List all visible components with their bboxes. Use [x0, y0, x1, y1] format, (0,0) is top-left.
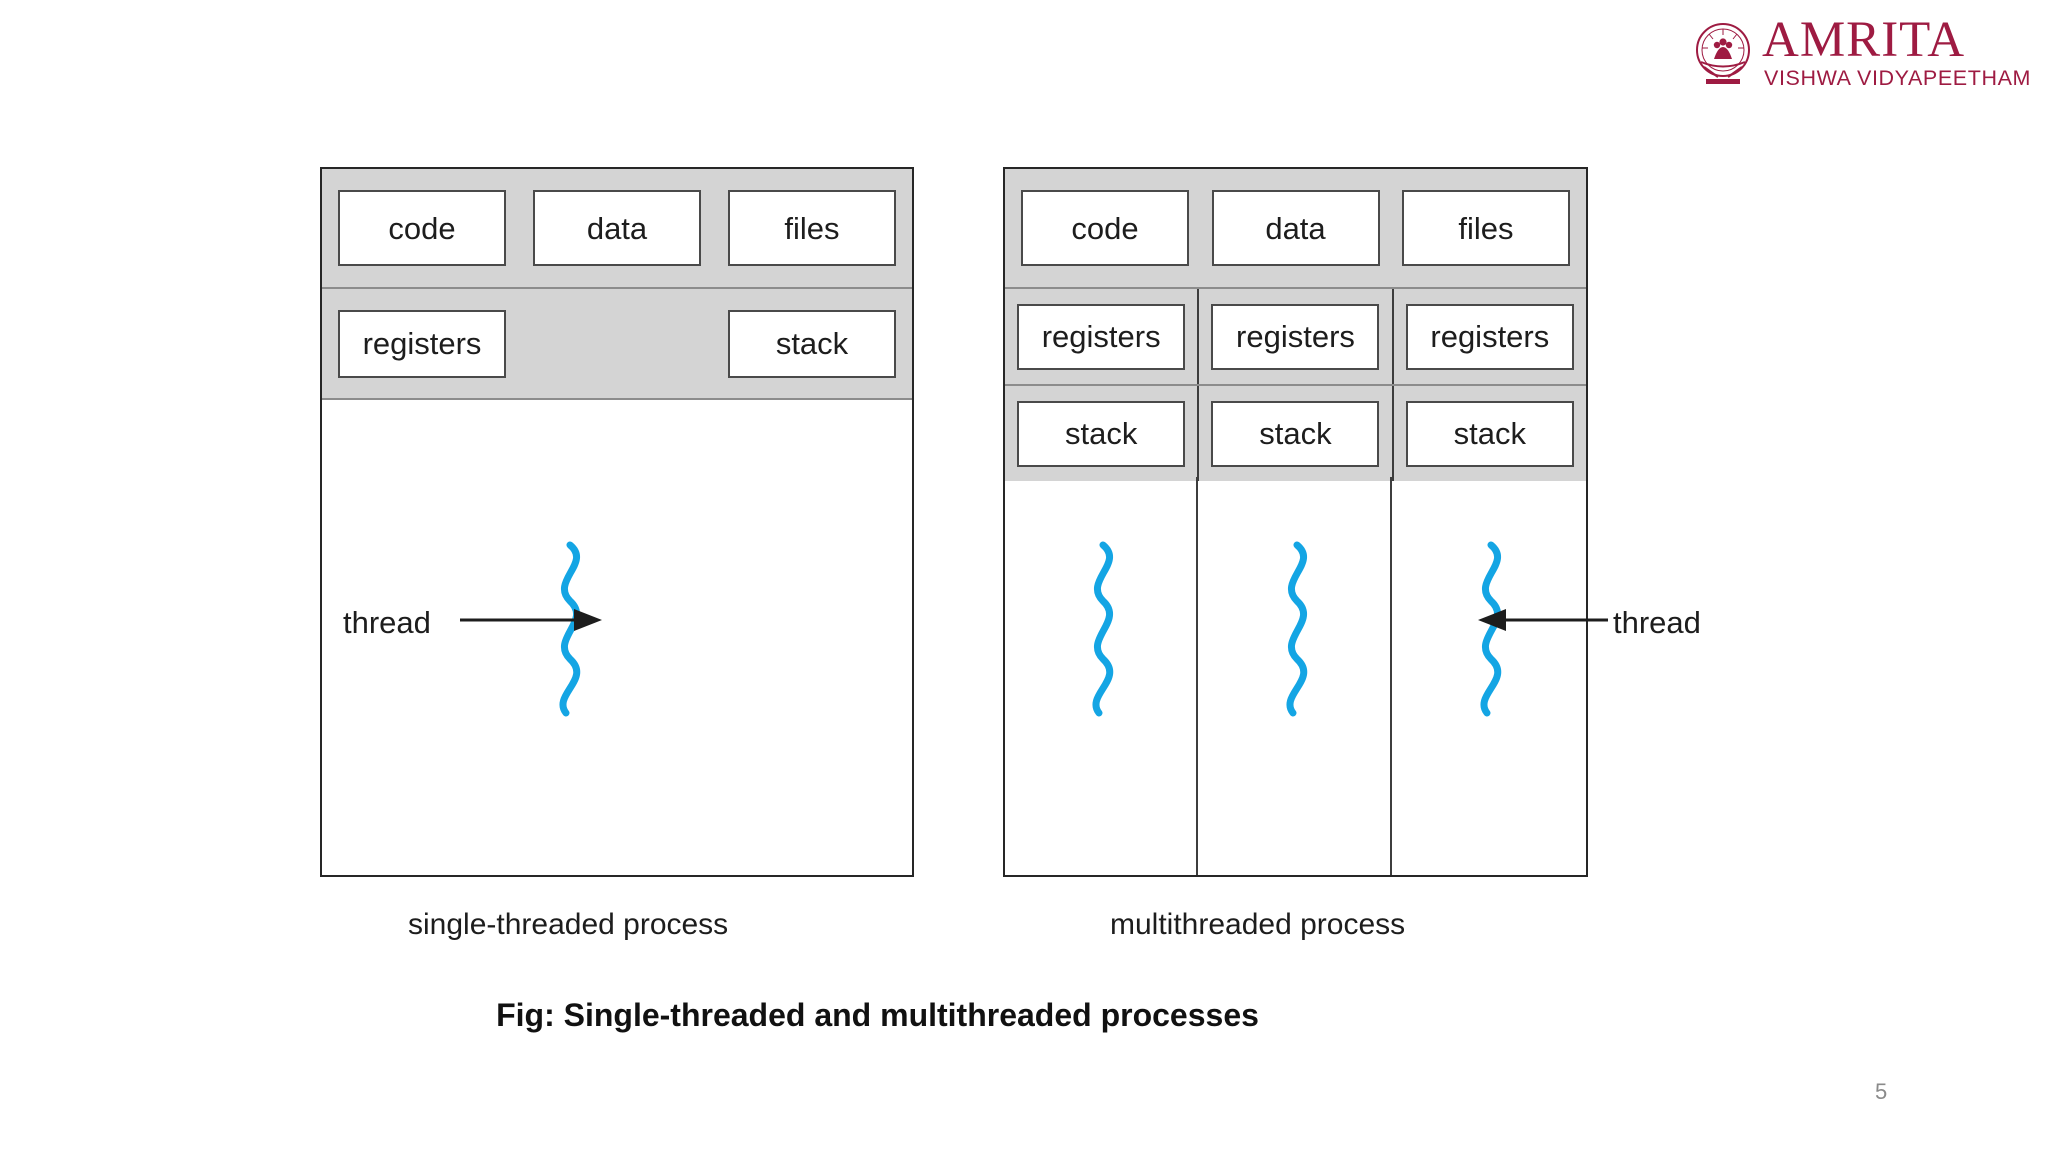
cell-registers-1: registers	[1017, 303, 1186, 370]
caption-multithreaded-process: multithreaded process	[1110, 908, 1406, 941]
amrita-logo: AMRITA VISHWA VIDYAPEETHAM	[1688, 14, 2036, 90]
cell-data: data	[1211, 190, 1380, 266]
cell-files: files	[1402, 190, 1570, 266]
thread-column-divider-2	[1390, 477, 1392, 875]
thread-squiggle-multi-2	[1286, 541, 1308, 717]
cell-stack-3: stack	[1405, 400, 1574, 467]
single-threaded-process-diagram: code data files registers stack	[320, 167, 914, 877]
multi-memory-band: code data files registers registers regi…	[1005, 169, 1586, 481]
multi-registers-row: registers registers registers	[1005, 287, 1586, 384]
cell-code: code	[1021, 190, 1189, 266]
cell-code: code	[338, 190, 506, 266]
cell-files: files	[728, 190, 896, 266]
thread-column-divider-1	[1196, 477, 1198, 875]
cell-registers-2: registers	[1211, 303, 1380, 370]
single-thread-resources-row: registers stack	[322, 287, 912, 398]
cell-registers: registers	[338, 309, 506, 378]
multithreaded-process-diagram: code data files registers registers regi…	[1003, 167, 1588, 877]
amrita-emblem-icon	[1688, 17, 1758, 87]
figure-caption: Fig: Single-threaded and multithreaded p…	[496, 997, 1259, 1033]
single-memory-band: code data files registers stack	[322, 169, 912, 400]
cell-registers-3: registers	[1405, 303, 1574, 370]
single-shared-resources-row: code data files	[322, 169, 912, 287]
caption-single-threaded-process: single-threaded process	[408, 908, 729, 941]
thread-label-single: thread	[343, 605, 431, 640]
thread-arrow-left-icon	[1478, 609, 1608, 631]
thread-label-multi: thread	[1613, 605, 1701, 640]
thread-arrow-right-icon	[460, 609, 602, 631]
thread-squiggle-multi-1	[1092, 541, 1114, 717]
cell-stack-2: stack	[1211, 400, 1380, 467]
multi-shared-resources-row: code data files	[1005, 169, 1586, 287]
cell-data: data	[533, 190, 701, 266]
logo-main-text: AMRITA	[1762, 11, 1966, 68]
cell-stack-1: stack	[1017, 400, 1186, 467]
cell-stack: stack	[728, 309, 896, 378]
multi-stack-row: stack stack stack	[1005, 384, 1586, 481]
logo-sub-text: VISHWA VIDYAPEETHAM	[1764, 65, 2032, 90]
page-number: 5	[1875, 1079, 1888, 1104]
